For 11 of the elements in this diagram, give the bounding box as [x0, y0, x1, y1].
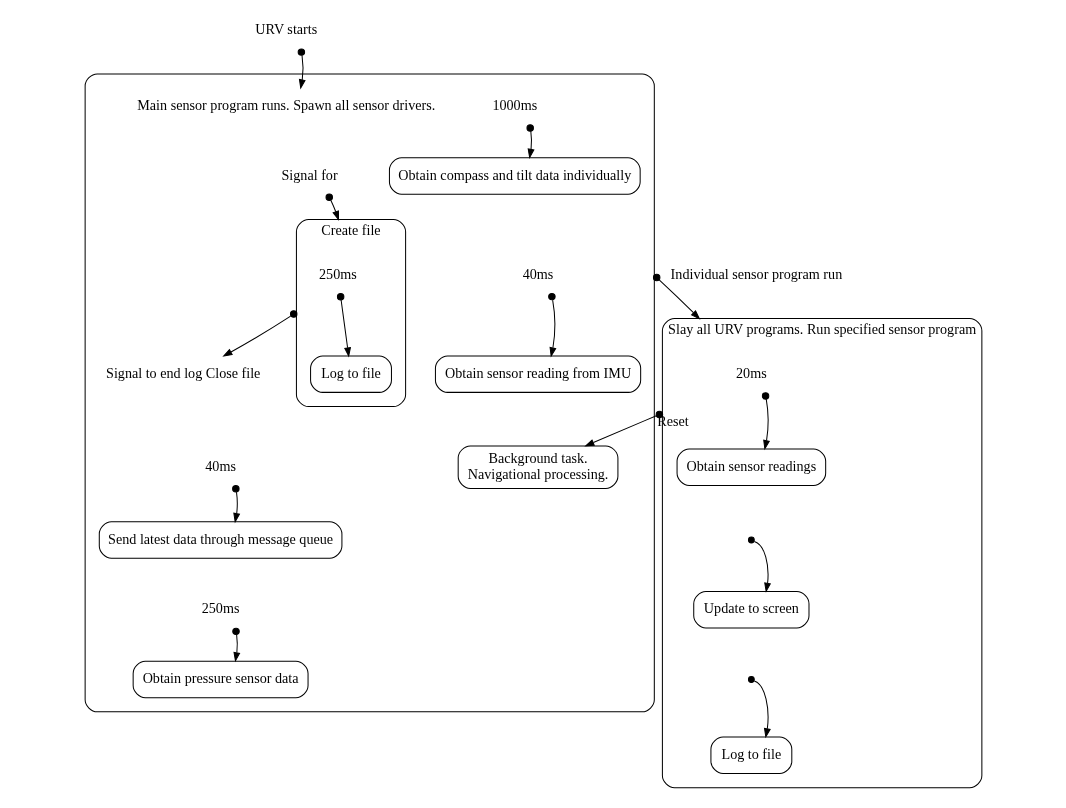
node-text: Signal to end log Close file: [105, 364, 260, 381]
edge-label: Individual sensor program run: [670, 265, 842, 282]
node-text: 40ms: [522, 265, 553, 282]
node-text: 250ms: [318, 265, 357, 282]
node-text: Main sensor program runs. Spawn all sensor drivers.: [136, 97, 435, 114]
node-text: 1000ms: [491, 97, 537, 114]
node-text: 40ms: [204, 457, 236, 474]
node-text: URV starts: [254, 21, 317, 38]
node-text: 20ms: [735, 364, 767, 381]
node-text: Signal for: [280, 166, 338, 183]
node-text: 250ms: [201, 600, 239, 617]
